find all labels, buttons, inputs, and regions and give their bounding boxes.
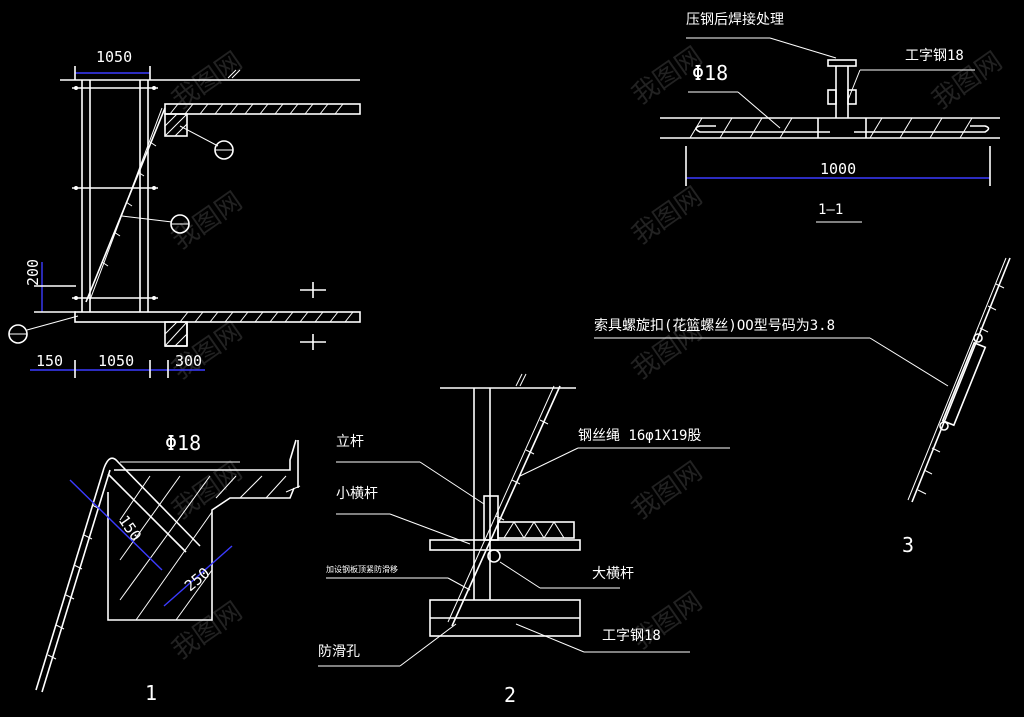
dim-bottom-300: 300 [175,352,202,370]
watermark: 我图网 [627,586,708,655]
dim-top-1050: 1050 [96,48,132,66]
dim-bottom-1050: 1050 [98,352,134,370]
label-rebar-detail1: Φ18 [165,431,201,455]
dim-1000: 1000 [820,160,856,178]
label-small-bar: 小横杆 [336,486,378,502]
dim-bottom-150: 150 [36,352,63,370]
watermark: 我图网 [167,596,248,665]
detail-1-view: Φ18 150 250 1 [35,431,301,705]
dots [74,86,156,300]
label-turnbuckle: 索具螺旋扣(花篮螺丝)OO型号码为3.8 [594,317,835,334]
dim-side-200: 200 [24,259,42,286]
elevation-view: 1050 [8,48,361,378]
label-ibeam-detail2: 工字钢18 [602,628,661,644]
detail-2-view: 立杆 钢丝绳 16φ1X19股 小横杆 加设钢板顶紧防滑移 大横杆 工字钢18 … [318,373,730,707]
label-wire-rope: 钢丝绳 16φ1X19股 [578,428,701,444]
detail-3-view: 索具螺旋扣(花篮螺丝)OO型号码为3.8 3 [594,257,1011,557]
label-weld: 压钢后焊接处理 [686,11,784,28]
label-upright: 立杆 [336,434,364,450]
watermark: 我图网 [627,181,708,250]
dim-250: 250 [181,564,213,595]
label-big-bar: 大横杆 [592,566,634,582]
section-1-1-view: 压钢后焊接处理 工字钢18 Φ18 1000 1— [660,11,1000,223]
detail-title-2: 2 [504,683,516,707]
watermark: 我图网 [167,186,248,255]
detail-title-1: 1 [145,681,157,705]
label-ibeam-section: 工字钢18 [905,48,964,64]
watermark: 我图网 [627,456,708,525]
section-title-1-1: 1—1 [818,202,843,218]
label-rebar-18: Φ18 [692,61,728,85]
label-antislip: 防滑孔 [318,643,360,660]
label-note: 加设钢板顶紧防滑移 [326,564,398,574]
dim-150: 150 [115,512,145,545]
watermark: 我图网 [167,456,248,525]
watermark-group: 我图网 我图网 我图网 我图网 我图网 我图网 我图网 我图网 我图网 我图网 … [167,41,1008,665]
detail-title-3: 3 [902,533,914,557]
